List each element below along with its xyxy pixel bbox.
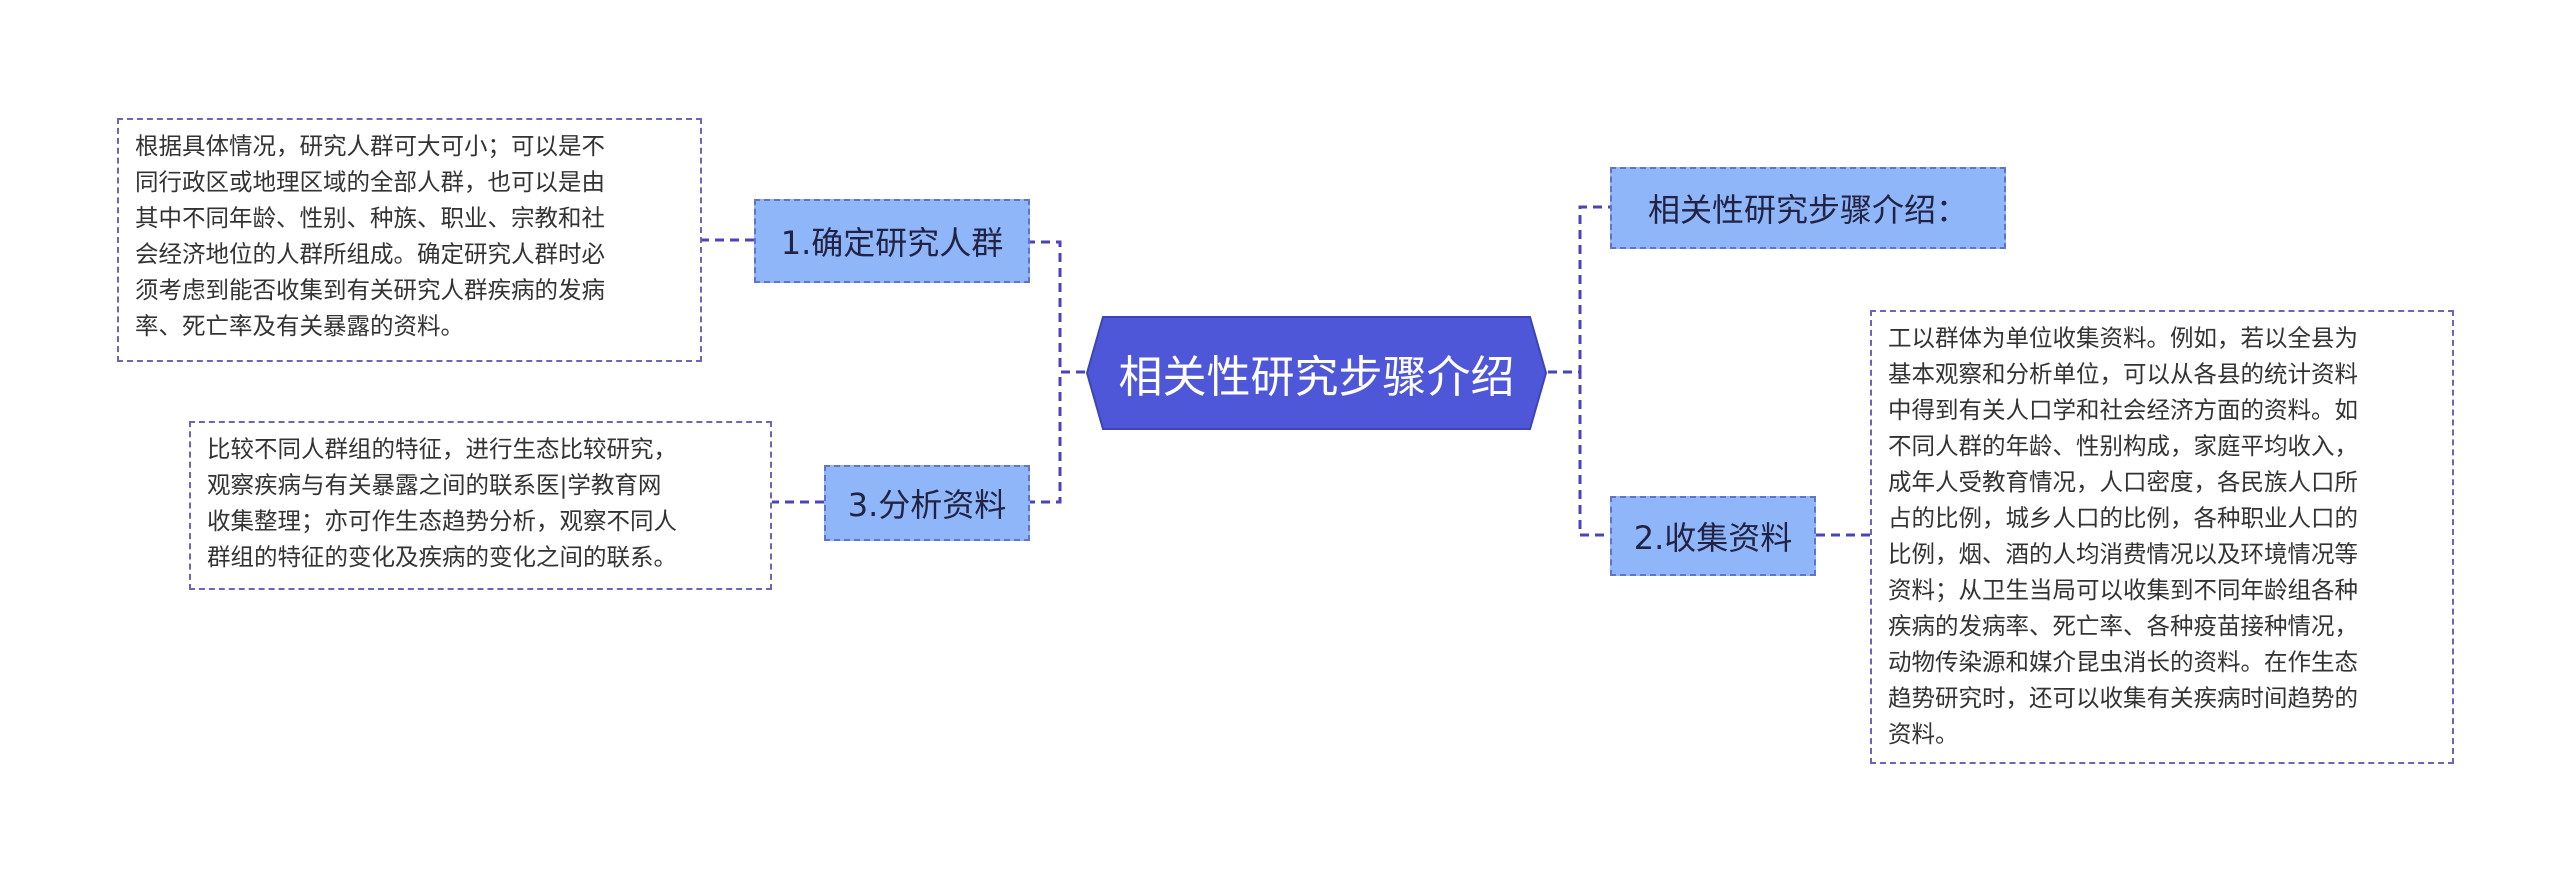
topic-analyze-data[interactable]: 3.分析资料 bbox=[824, 465, 1030, 541]
topic-collect-data[interactable]: 2.收集资料 bbox=[1610, 496, 1816, 576]
detail-analyze-data[interactable]: 比较不同人群组的特征，进行生态比较研究， 观察疾病与有关暴露之间的联系医|学教育… bbox=[189, 421, 772, 590]
connector-central-to-topic-right bbox=[1548, 205, 1610, 374]
topic-steps-intro[interactable]: 相关性研究步骤介绍： bbox=[1610, 167, 2006, 249]
connector-central-to-topic-3 bbox=[1030, 370, 1085, 504]
central-topic-shape bbox=[1085, 316, 1548, 430]
connector-central-to-topic-2 bbox=[1548, 370, 1610, 537]
topic-analyze-data-label: 3.分析资料 bbox=[847, 486, 1007, 524]
detail-collect-data[interactable]: 工以群体为单位收集资料。例如，若以全县为 基本观察和分析单位，可以从各县的统计资… bbox=[1870, 310, 2454, 764]
topic-identify-population-label: 1.确定研究人群 bbox=[780, 224, 1004, 262]
topic-steps-intro-label: 相关性研究步骤介绍： bbox=[1647, 191, 1968, 229]
detail-identify-population[interactable]: 根据具体情况，研究人群可大可小；可以是不 同行政区或地理区域的全部人群，也可以是… bbox=[117, 118, 702, 362]
topic-collect-data-label: 2.收集资料 bbox=[1633, 519, 1793, 557]
connector-central-to-topic-1 bbox=[1030, 240, 1085, 374]
topic-identify-population[interactable]: 1.确定研究人群 bbox=[754, 199, 1030, 283]
central-topic-hexagon bbox=[1085, 316, 1548, 430]
central-topic-label: 相关性研究步骤介绍 bbox=[1118, 352, 1515, 403]
central-topic[interactable]: 相关性研究步骤介绍 bbox=[1085, 315, 1548, 431]
